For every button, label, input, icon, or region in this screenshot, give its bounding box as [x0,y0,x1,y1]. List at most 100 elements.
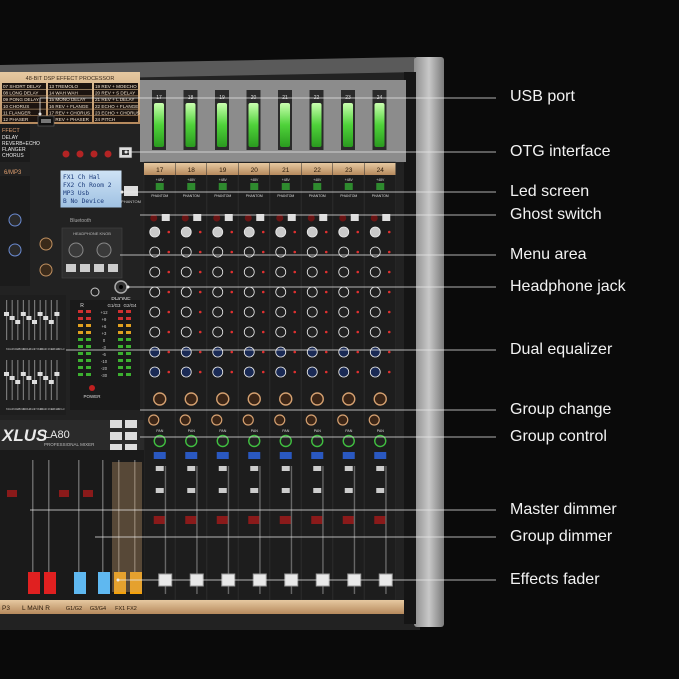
channel-knob[interactable] [369,366,381,378]
master-fader[interactable] [28,572,40,594]
channel-knob[interactable] [306,346,318,358]
channel-knob[interactable] [306,286,318,298]
channel-knob[interactable] [338,246,350,258]
group-change-knob[interactable] [310,392,324,406]
channel-knob[interactable] [149,226,161,238]
channel-knob[interactable] [149,286,161,298]
channel-knob[interactable] [180,226,192,238]
select-button[interactable] [218,488,227,493]
ghost-button[interactable] [319,214,328,221]
ghost-button[interactable] [224,214,233,221]
ghost-switch[interactable] [370,214,378,222]
pan-knob[interactable] [185,434,198,448]
ghost-button[interactable] [350,214,359,221]
master-solo-button[interactable] [59,490,69,497]
channel-knob[interactable] [338,366,350,378]
master-fader[interactable] [130,572,142,594]
channel-knob[interactable] [338,286,350,298]
group-button[interactable] [110,432,122,440]
channel-knob[interactable] [180,286,192,298]
group-button[interactable] [125,432,137,440]
channel-knob[interactable] [212,266,224,278]
channel-knob[interactable] [212,326,224,338]
group-change-knob[interactable] [279,392,293,406]
group-control-knob[interactable] [368,414,380,426]
phantom-switch[interactable] [250,183,259,190]
channel-knob[interactable] [180,306,192,318]
channel-knob[interactable] [275,366,287,378]
channel-knob[interactable] [212,306,224,318]
mute-button[interactable] [185,452,198,459]
eq-slider-thumb[interactable] [54,312,60,316]
channel-knob[interactable] [243,246,255,258]
pan-knob[interactable] [153,434,166,448]
channel-knob[interactable] [149,266,161,278]
group-control-knob[interactable] [274,414,286,426]
eq-slider-thumb[interactable] [37,372,43,376]
menu-button[interactable] [66,264,76,272]
eq-slider-thumb[interactable] [9,376,15,380]
select-button[interactable] [281,488,290,493]
eq-slider-thumb[interactable] [32,320,37,324]
group-control-knob[interactable] [242,414,254,426]
solo-button[interactable] [374,516,387,524]
select-button[interactable] [218,466,227,471]
menu-button[interactable] [80,264,90,272]
group-control-knob[interactable] [148,414,160,426]
phantom-switch[interactable] [218,183,227,190]
group-change-knob[interactable] [153,392,167,406]
channel-knob[interactable] [212,246,224,258]
channel-knob[interactable] [180,266,192,278]
channel-knob[interactable] [306,226,318,238]
group-control-knob[interactable] [337,414,349,426]
channel-knob[interactable] [275,306,287,318]
phantom-button[interactable] [124,186,138,196]
select-button[interactable] [187,488,196,493]
channel-knob[interactable] [212,286,224,298]
phantom-switch[interactable] [187,183,196,190]
select-button[interactable] [250,466,259,471]
mute-button[interactable] [311,452,324,459]
channel-knob[interactable] [369,266,381,278]
channel-knob[interactable] [369,326,381,338]
eq-slider-thumb[interactable] [37,312,43,316]
master-fader[interactable] [74,572,86,594]
select-button[interactable] [250,488,259,493]
channel-knob[interactable] [275,286,287,298]
eq-slider-thumb[interactable] [48,320,54,324]
channel-knob[interactable] [306,306,318,318]
ghost-switch[interactable] [181,214,189,222]
pan-knob[interactable] [248,434,261,448]
ghost-button[interactable] [382,214,391,221]
group-control-knob[interactable] [305,414,317,426]
channel-knob[interactable] [338,266,350,278]
pan-knob[interactable] [342,434,355,448]
select-button[interactable] [187,466,196,471]
channel-knob[interactable] [243,306,255,318]
eq-slider-thumb[interactable] [20,372,26,376]
master-solo-button[interactable] [83,490,93,497]
channel-knob[interactable] [275,246,287,258]
knob[interactable] [8,213,22,227]
group-control-knob[interactable] [211,414,223,426]
channel-knob[interactable] [212,226,224,238]
master-solo-button[interactable] [7,490,17,497]
channel-knob[interactable] [338,326,350,338]
channel-knob[interactable] [338,346,350,358]
channel-knob[interactable] [243,226,255,238]
eq-slider-thumb[interactable] [43,316,49,320]
channel-knob[interactable] [149,366,161,378]
eq-slider-thumb[interactable] [15,320,21,324]
channel-knob[interactable] [338,226,350,238]
menu-knob[interactable] [68,242,84,258]
select-button[interactable] [344,466,353,471]
channel-knob[interactable] [149,246,161,258]
knob[interactable] [39,263,53,277]
ghost-switch[interactable] [307,214,315,222]
select-button[interactable] [281,466,290,471]
channel-knob[interactable] [180,366,192,378]
ghost-switch[interactable] [339,214,347,222]
phantom-switch[interactable] [155,183,164,190]
channel-knob[interactable] [369,346,381,358]
mute-button[interactable] [279,452,292,459]
